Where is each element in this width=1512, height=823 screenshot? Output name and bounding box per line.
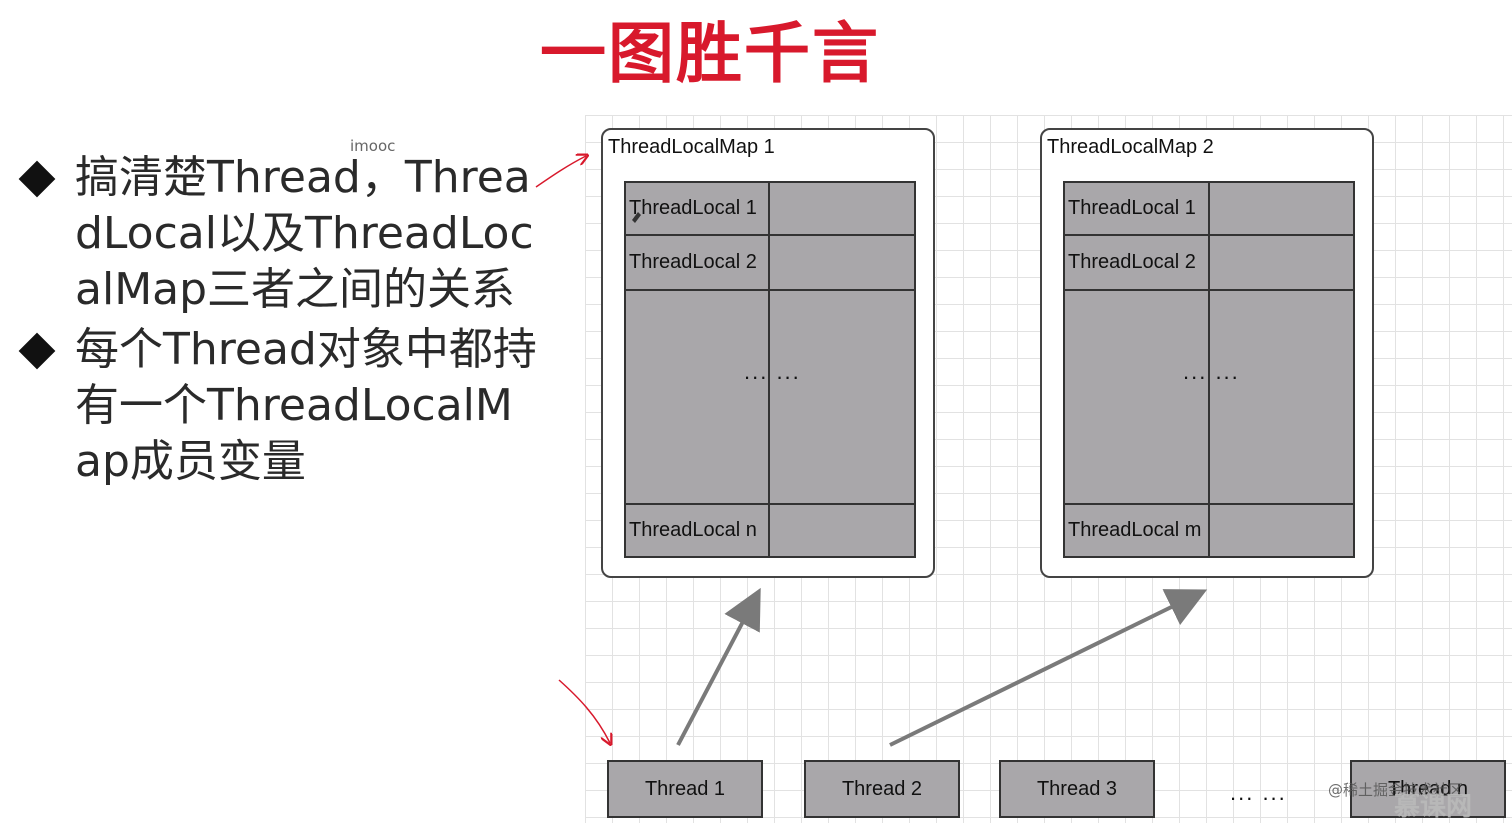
community-watermark: @稀土掘金技术社区 [1328, 781, 1464, 799]
bullet-list: 搞清楚Thread，ThreadLocal以及ThreadLocalMap三者之… [18, 150, 538, 494]
bullet-item-1: 搞清楚Thread，ThreadLocal以及ThreadLocalMap三者之… [18, 150, 538, 318]
table-divider [1065, 289, 1353, 291]
annotation-arrow-thread [558, 679, 610, 743]
entry-key: ThreadLocal m [1068, 519, 1202, 541]
map-label: ThreadLocalMap 1 [608, 136, 775, 158]
entry-key: ThreadLocal n [629, 519, 757, 541]
entry-key: ThreadLocal 1 [1068, 197, 1196, 219]
bullet-text-2: 每个Thread对象中都持有一个ThreadLocalMap成员变量 [75, 324, 537, 487]
map-entry-table: ThreadLocal 1 ThreadLocal 2 ... ... Thre… [1063, 181, 1355, 558]
thread-box-2: Thread 2 [804, 760, 960, 818]
table-divider [626, 289, 914, 291]
imooc-watermark: imooc [350, 137, 396, 155]
thread-1-to-map-1-arrow [676, 587, 761, 746]
entry-ellipsis: ... ... [744, 359, 801, 384]
table-divider [1208, 183, 1210, 556]
thread-local-map-1: ThreadLocalMap 1 ThreadLocal 1 ThreadLoc… [601, 128, 935, 578]
bullet-item-2: 每个Thread对象中都持有一个ThreadLocalMap成员变量 [18, 322, 538, 490]
bullet-text-1: 搞清楚Thread，ThreadLocal以及ThreadLocalMap三者之… [75, 152, 534, 315]
table-divider [1065, 503, 1353, 505]
pen-cursor-icon [632, 212, 641, 223]
thread-local-map-2: ThreadLocalMap 2 ThreadLocal 1 ThreadLoc… [1040, 128, 1374, 578]
page-title: 一图胜千言 [540, 15, 880, 92]
entry-key: ThreadLocal 2 [629, 251, 757, 273]
imooc-logo: 慕课网 [1394, 792, 1473, 822]
thread-box-3: Thread 3 [999, 760, 1155, 818]
threads-ellipsis: ... ... [1230, 780, 1287, 805]
entry-key: ThreadLocal 1 [629, 197, 757, 219]
table-divider [1065, 234, 1353, 236]
thread-box-n: Thread n [1350, 760, 1506, 818]
thread-2-to-map-2-arrow [889, 589, 1208, 747]
entry-key: ThreadLocal 2 [1068, 251, 1196, 273]
map-entry-table: ThreadLocal 1 ThreadLocal 2 ... ... Thre… [624, 181, 916, 558]
table-divider [768, 183, 770, 556]
annotation-arrow-map [535, 156, 586, 188]
table-divider [626, 234, 914, 236]
map-label: ThreadLocalMap 2 [1047, 136, 1214, 158]
table-divider [626, 503, 914, 505]
thread-box-1: Thread 1 [607, 760, 763, 818]
entry-ellipsis: ... ... [1183, 359, 1240, 384]
